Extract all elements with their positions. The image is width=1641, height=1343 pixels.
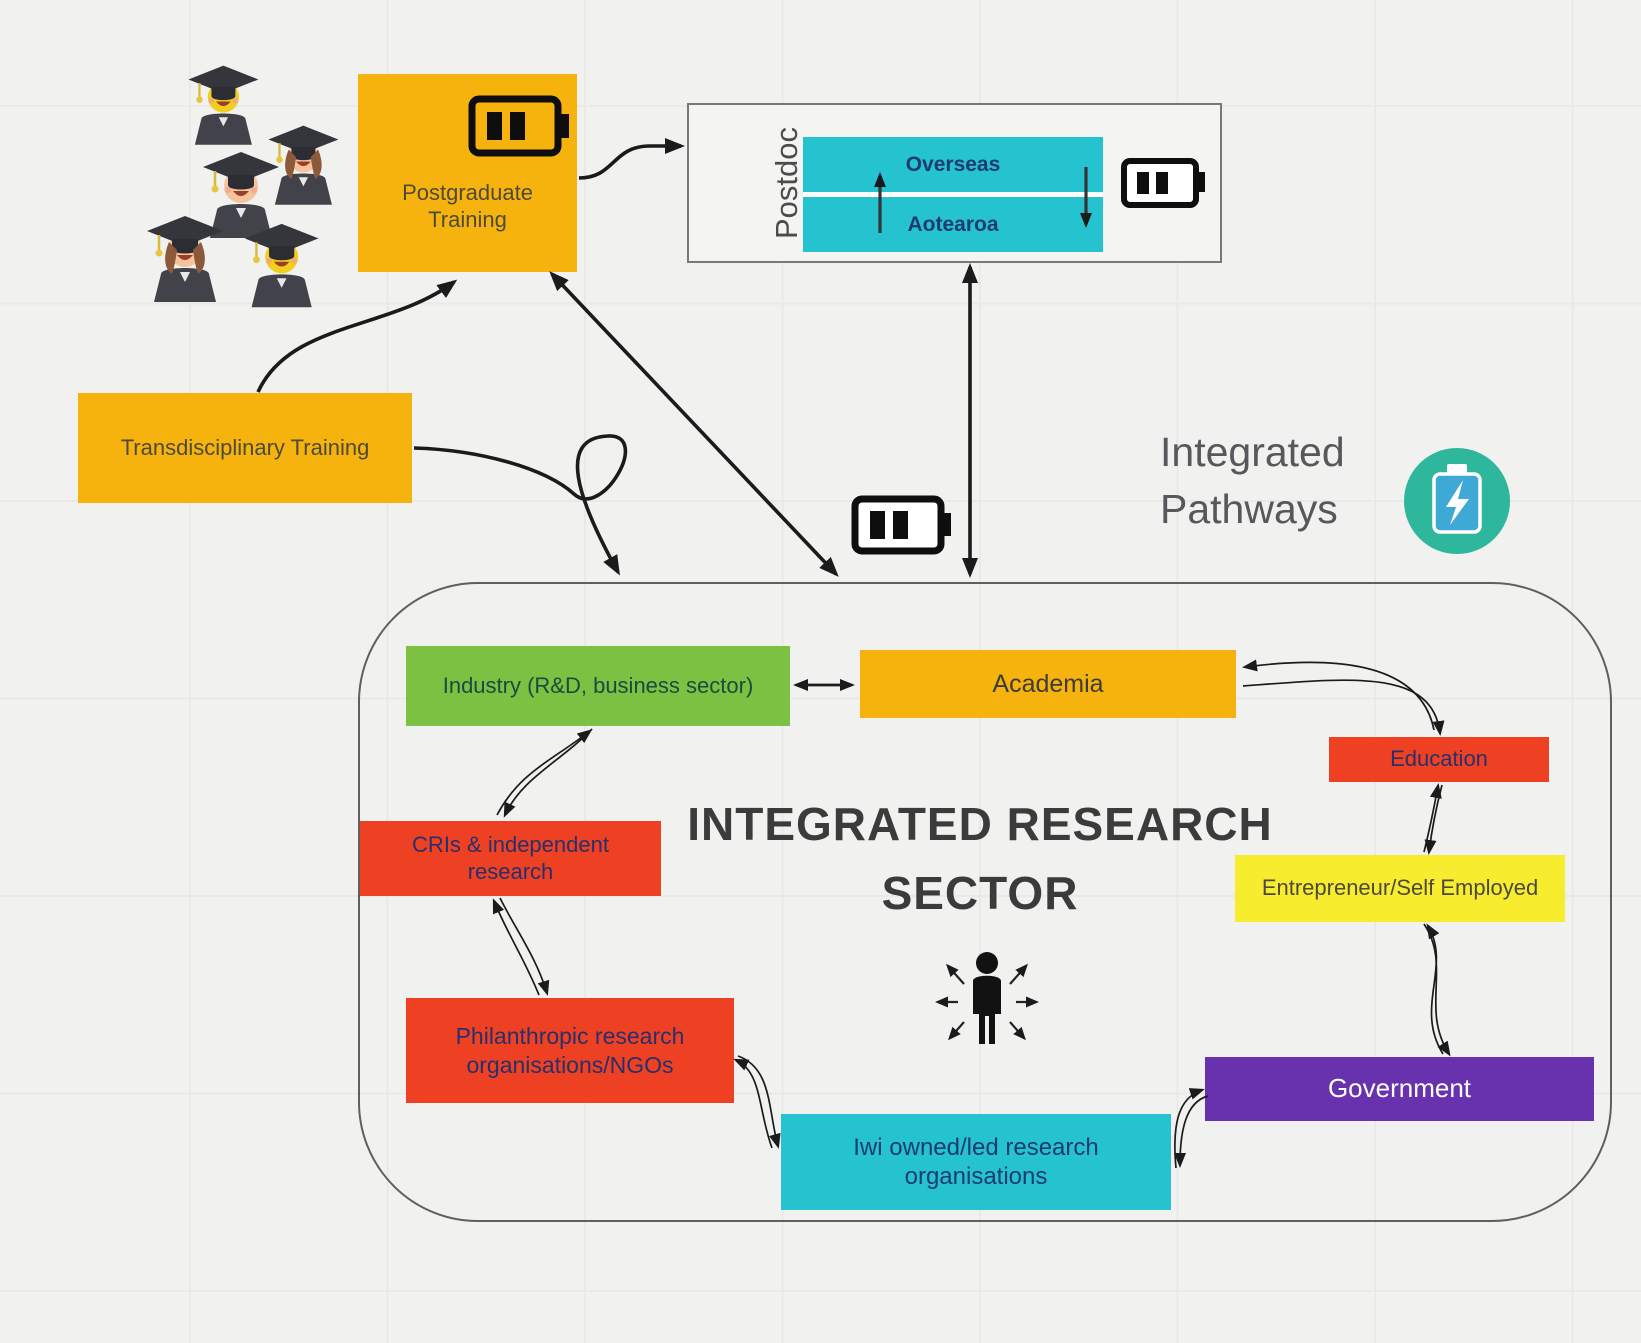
sector-title: INTEGRATED RESEARCH SECTOR — [660, 790, 1300, 928]
integrated-pathways-label: Integrated Pathways — [1160, 424, 1400, 537]
node-government: Government — [1205, 1057, 1594, 1121]
postdoc-row-overseas: Overseas — [803, 137, 1103, 192]
node-philanthropic-ngos: Philanthropic research organisations/NGO… — [406, 998, 734, 1103]
integrated-pathways-line1: Integrated — [1160, 429, 1345, 475]
postdoc-row-aotearoa: Aotearoa — [803, 197, 1103, 252]
node-education: Education — [1329, 737, 1549, 782]
sector-title-line2: SECTOR — [881, 867, 1079, 919]
integrated-research-sector-boundary — [358, 582, 1612, 1222]
node-cris-independent-research: CRIs & independent research — [360, 821, 661, 896]
graduates-illustration — [145, 64, 340, 309]
node-transdisciplinary-training: Transdisciplinary Training — [78, 393, 412, 503]
arrow-transdisciplinary-loop-to-sector — [413, 434, 628, 576]
battery-icon-pathway — [851, 495, 951, 555]
integrated-pathways-battery-icon — [1404, 448, 1510, 554]
node-postgraduate-training: Postgraduate Training — [358, 74, 577, 272]
arrow-postgraduate-to-postdoc — [578, 138, 685, 180]
postdoc-rows: Overseas Aotearoa — [803, 137, 1103, 252]
node-industry: Industry (R&D, business sector) — [406, 646, 790, 726]
sector-title-line1: INTEGRATED RESEARCH — [687, 798, 1273, 850]
node-academia: Academia — [860, 650, 1236, 718]
arrow-transdisciplinary-to-postgraduate — [256, 279, 458, 393]
arrow-postgraduate-sector-bidirectional — [549, 271, 839, 577]
integrated-pathways-line2: Pathways — [1160, 485, 1338, 532]
node-entrepreneur-self-employed: Entrepreneur/Self Employed — [1235, 855, 1565, 922]
node-iwi-research-organisations: Iwi owned/led research organisations — [781, 1114, 1171, 1210]
